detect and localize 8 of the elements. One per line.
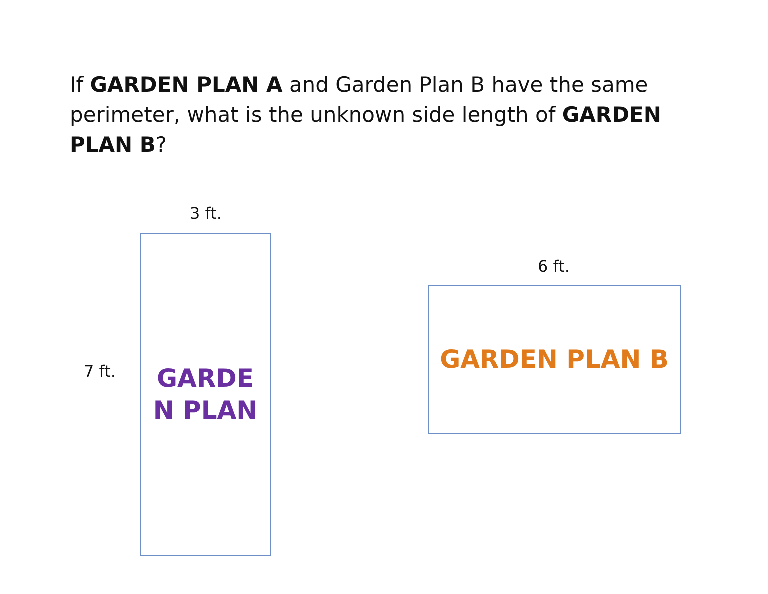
- question-text: If GARDEN PLAN A and Garden Plan B have the same perimeter, what is the unknown side length of GARDEN PLAN B?: [70, 72, 662, 159]
- plan-label: GARDEN PLAN B: [439, 344, 670, 376]
- garden-rectangle: [140, 233, 271, 556]
- dimension-label: 3 ft.: [190, 204, 222, 223]
- garden-rectangle: [428, 285, 681, 434]
- dimension-label: 6 ft.: [538, 257, 570, 276]
- plan-label: GARDE N PLAN: [152, 362, 259, 426]
- dimension-label: 7 ft.: [84, 362, 116, 381]
